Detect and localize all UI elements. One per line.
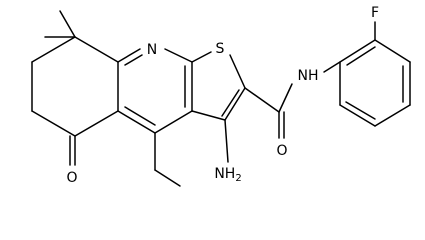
sulfur-label: S (216, 41, 225, 57)
molecule-structure: N S NH F NH2 O O (31, 5, 411, 187)
bond (229, 54, 246, 89)
bond (191, 51, 212, 63)
bond (224, 87, 246, 121)
bond (124, 106, 156, 126)
bond (117, 48, 141, 63)
bond (224, 119, 229, 163)
bond (74, 110, 119, 137)
bond (346, 46, 376, 66)
amino-subscript-2: 2 (235, 173, 241, 184)
fluorine-label: F (371, 5, 379, 21)
bond (339, 39, 376, 63)
bond (374, 39, 411, 63)
bond (221, 89, 240, 117)
bond (124, 54, 143, 66)
bond (191, 110, 226, 121)
bond (117, 110, 156, 134)
bond (31, 110, 76, 137)
bond (323, 61, 341, 73)
ketone-oxygen-label: O (66, 170, 77, 186)
bond (374, 104, 411, 127)
amino-nh-text: NH (214, 166, 235, 182)
bonds (31, 10, 411, 187)
amide-nh-label: NH (298, 68, 319, 84)
bond (339, 104, 376, 127)
amide-oxygen-label: O (276, 143, 287, 159)
nitrogen-label: N (147, 42, 157, 58)
bond (31, 36, 76, 63)
bond (59, 10, 76, 38)
amino-nh2-label: NH2 (214, 166, 241, 184)
atom-labels: N S NH F NH2 O O (66, 5, 379, 186)
bond (74, 36, 119, 63)
bond (278, 83, 293, 113)
bond (154, 110, 193, 134)
bond (345, 101, 376, 120)
bond (244, 87, 280, 113)
bond (154, 169, 181, 187)
bond (164, 48, 193, 63)
